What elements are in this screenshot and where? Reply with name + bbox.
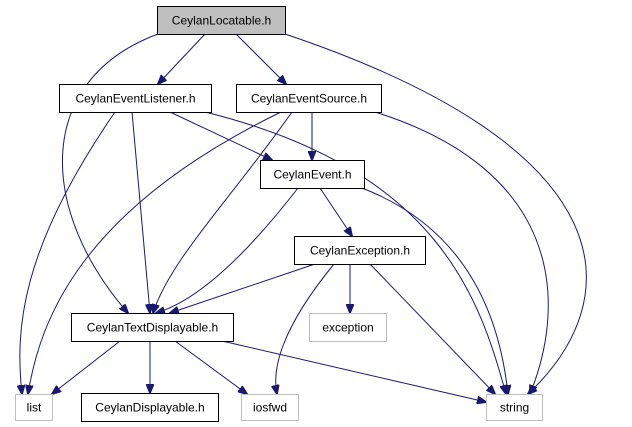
edge-listener-to-textdisp xyxy=(131,111,150,313)
edge-locatable-to-listener xyxy=(158,33,206,84)
node-label: CeylanTextDisplayable.h xyxy=(87,321,218,335)
node-exception-h[interactable]: CeylanException.h xyxy=(294,236,426,265)
node-label: string xyxy=(500,401,529,415)
edge-textdisp-to-list xyxy=(52,340,121,394)
edge-source-to-string xyxy=(374,111,549,394)
node-label: CeylanEventListener.h xyxy=(75,92,195,106)
edge-locatable-to-source xyxy=(235,33,286,84)
edge-listener-to-event xyxy=(169,111,272,160)
node-locatable[interactable]: CeylanLocatable.h xyxy=(157,6,286,35)
node-label: CeylanLocatable.h xyxy=(172,14,271,28)
node-box xyxy=(157,6,286,35)
node-box xyxy=(241,394,299,421)
edge-textdisp-to-string xyxy=(221,340,486,402)
node-label: CeylanEventSource.h xyxy=(251,92,367,106)
node-box xyxy=(309,313,387,342)
node-list: list xyxy=(15,394,53,421)
edge-listener-to-string xyxy=(204,111,506,394)
node-label: iosfwd xyxy=(253,401,287,415)
edge-exception_h-to-string xyxy=(369,263,495,394)
node-label: exception xyxy=(322,321,373,335)
node-box xyxy=(15,394,53,421)
edge-event-to-string xyxy=(361,187,508,394)
node-box xyxy=(59,84,212,113)
edge-textdisp-to-iosfwd xyxy=(174,340,247,394)
node-displayable[interactable]: CeylanDisplayable.h xyxy=(81,393,219,422)
node-string: string xyxy=(486,394,543,421)
edge-source-to-textdisp xyxy=(153,111,293,313)
node-exception: exception xyxy=(309,313,387,342)
edge-source-to-list xyxy=(28,111,282,394)
edge-locatable-to-string xyxy=(284,33,587,394)
node-label: CeylanDisplayable.h xyxy=(95,401,204,415)
node-textdisp[interactable]: CeylanTextDisplayable.h xyxy=(71,313,234,342)
node-box xyxy=(486,394,543,421)
node-listener[interactable]: CeylanEventListener.h xyxy=(59,84,212,113)
node-box xyxy=(71,313,234,342)
node-box xyxy=(236,84,382,113)
node-box xyxy=(260,160,365,189)
node-iosfwd: iosfwd xyxy=(241,394,299,421)
node-label: CeylanEvent.h xyxy=(273,168,351,182)
node-box xyxy=(81,393,219,422)
edge-event-to-exception_h xyxy=(319,187,352,236)
edges-layer xyxy=(20,33,587,402)
node-label: list xyxy=(27,401,42,415)
edge-exception_h-to-textdisp xyxy=(170,263,316,313)
node-label: CeylanException.h xyxy=(310,244,410,258)
node-event[interactable]: CeylanEvent.h xyxy=(260,160,365,189)
edge-locatable-to-textdisp xyxy=(62,33,159,313)
node-box xyxy=(294,236,426,265)
edge-exception_h-to-iosfwd xyxy=(276,263,335,394)
node-source[interactable]: CeylanEventSource.h xyxy=(236,84,382,113)
edge-listener-to-list xyxy=(20,111,116,394)
